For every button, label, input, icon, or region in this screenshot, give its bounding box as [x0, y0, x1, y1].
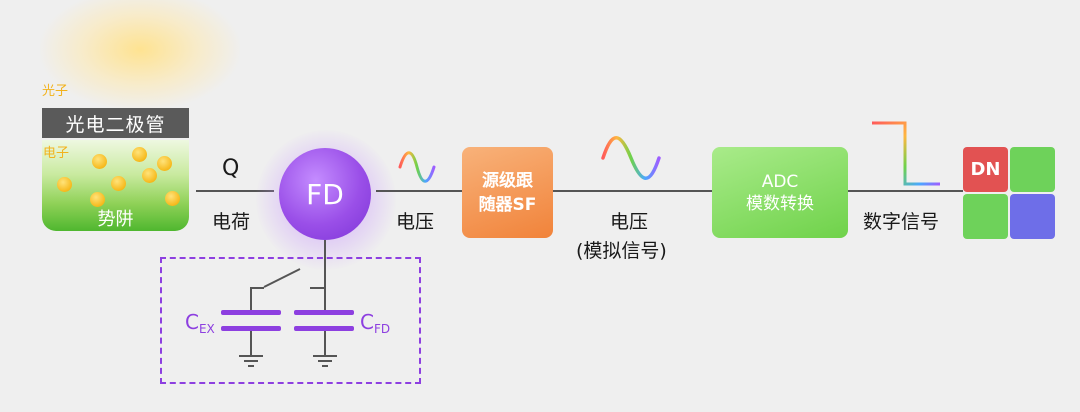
voltage-analog-label: 电压 — [610, 211, 649, 233]
dn-cell-green — [963, 194, 1008, 239]
cfd-plate-top — [294, 310, 354, 315]
electron-dot — [57, 177, 72, 192]
fd-stem — [324, 240, 326, 310]
analog-signal-label: (模拟信号) — [576, 240, 667, 262]
ground-icon — [313, 355, 337, 367]
capacitor-box — [160, 257, 421, 384]
electron-dot — [157, 156, 172, 171]
photon-label: 光子 — [42, 84, 69, 99]
electron-dot — [165, 191, 180, 206]
cfd-plate-bottom — [294, 326, 354, 331]
voltage-label: 电压 — [396, 211, 435, 233]
electron-dot — [92, 154, 107, 169]
electron-dot — [111, 176, 126, 191]
dn-cell-green — [1010, 147, 1055, 192]
charge-label: 电荷 — [212, 211, 251, 233]
connector-line — [376, 190, 462, 192]
electron-dot — [132, 147, 147, 162]
connector-line — [196, 190, 274, 192]
ground-icon — [239, 355, 263, 367]
analog-wave-icon — [601, 136, 661, 180]
sf-line1: 源级跟 — [482, 170, 533, 191]
analog-wave-icon — [398, 151, 436, 183]
digital-step-icon — [872, 121, 940, 186]
fd-node: FD — [279, 148, 371, 240]
electron-label: 电子 — [43, 146, 70, 161]
cex-label: CEX — [185, 310, 215, 336]
cfd-lower-lead — [324, 331, 326, 355]
well-label: 势阱 — [97, 209, 134, 230]
dn-cell-blue — [1010, 194, 1055, 239]
cex-plate-bottom — [221, 326, 281, 331]
source-follower-block: 源级跟 随器SF — [462, 147, 553, 238]
light-glow — [40, 0, 240, 110]
switch-left-lead — [250, 287, 264, 289]
charge-symbol: Q — [222, 156, 240, 181]
cfd-label: CFD — [360, 310, 391, 336]
sf-line2: 随器SF — [478, 194, 537, 215]
connector-line — [553, 190, 712, 192]
cex-plate-top — [221, 310, 281, 315]
adc-line2: 模数转换 — [746, 193, 814, 214]
switch-icon — [263, 268, 301, 288]
electron-dot — [90, 192, 105, 207]
adc-block: ADC 模数转换 — [712, 147, 848, 238]
switch-right-lead — [310, 287, 326, 289]
dn-cell-red: DN — [963, 147, 1008, 192]
cex-upper-lead — [250, 287, 252, 310]
electron-dot — [142, 168, 157, 183]
cex-lower-lead — [250, 331, 252, 355]
connector-line — [848, 190, 963, 192]
digital-signal-label: 数字信号 — [863, 211, 940, 233]
photodiode-bar: 光电二极管 — [42, 108, 189, 138]
adc-line1: ADC — [761, 171, 799, 192]
